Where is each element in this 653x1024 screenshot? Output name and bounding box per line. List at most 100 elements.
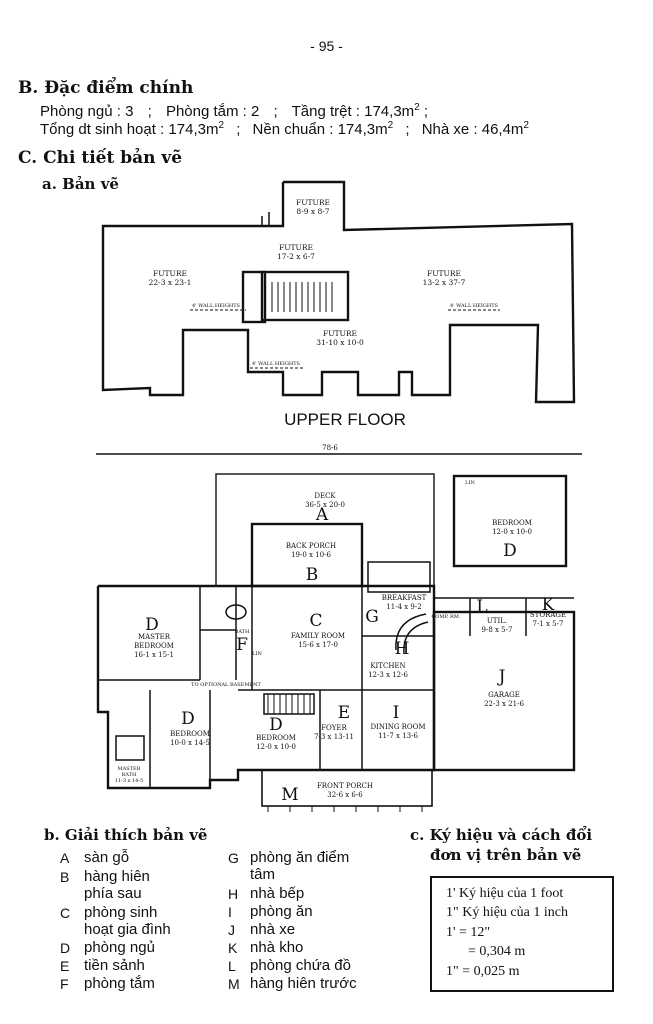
legend-text: phòng ăn (250, 903, 313, 920)
plan-letter: E (338, 703, 350, 723)
plan-letter: D (269, 715, 283, 735)
living-area: Tổng dt sinh hoạt : 174,3m (40, 121, 219, 138)
units-line: = 0,304 m (468, 944, 526, 959)
upper-room-size: 31-10 x 10-0 (316, 338, 364, 347)
section-b-heading: B. Đặc điểm chính (18, 78, 194, 98)
room-size-back-porch: 19-0 x 10-6 (291, 551, 331, 559)
page-number: - 95 - (310, 38, 343, 54)
legend-letter: B (60, 869, 70, 885)
plan-letter: D (181, 709, 195, 729)
plan-letter: J (497, 667, 506, 687)
room-size-util: 9-8 x 5-7 (482, 626, 513, 634)
room-size-bedroom-3: 12-0 x 10-0 (256, 743, 296, 751)
upper-room-name: FUTURE (323, 329, 357, 338)
bedrooms-count: Phòng ngủ : 3 (40, 103, 134, 120)
plan-letter: A (315, 505, 329, 525)
room-size-master-bath: 11-3 x 14-5 (115, 778, 143, 784)
floor-plan-drawing: FUTURE 8-9 x 8-7 FUTURE 17-2 x 6-7 FUTUR… (96, 180, 582, 812)
room-name-bedroom-2: BEDROOM (170, 730, 210, 738)
upper-room-size: 17-2 x 6-7 (277, 252, 315, 261)
legend-text: nhà bếp (250, 885, 305, 902)
separator: ; (405, 121, 410, 138)
upper-floor-plan (101, 180, 576, 404)
room-name-master-bath: MASTER (118, 766, 141, 772)
room-size-master-bedroom: 16-1 x 15-1 (134, 651, 174, 659)
superscript: 2 (523, 120, 529, 131)
upper-room-size: 13-2 x 37-7 (423, 278, 466, 287)
room-name-family-room: FAMILY ROOM (291, 632, 345, 640)
legend-text: phòng ăn điểm (250, 849, 350, 866)
upper-room-size: 8-9 x 8-7 (296, 207, 329, 216)
room-name-front-porch: FRONT PORCH (317, 782, 373, 790)
plan-letter: G (365, 607, 379, 627)
superscript: 2 (218, 120, 225, 131)
units-box: 1' Ký hiệu của 1 foot 1" Ký hiệu của 1 i… (430, 876, 614, 992)
units-line: 1" = 0,025 m (446, 964, 520, 979)
baths-count: Phòng tắm : 2 (165, 103, 260, 120)
room-size-front-porch: 32-6 x 6-6 (327, 791, 363, 799)
superscript: 2 (387, 120, 394, 131)
garage-area: Nhà xe : 46,4m (421, 121, 524, 138)
room-name-kitchen: KITCHEN (370, 662, 405, 670)
upper-stair-landing (241, 270, 267, 324)
plan-letter: I (393, 703, 400, 723)
superscript: 2 (414, 102, 420, 113)
room-name-bedroom-3: BEDROOM (256, 734, 296, 742)
main-stair-treads (267, 694, 311, 714)
separator: ; (423, 103, 429, 120)
room-name-deck: DECK (314, 492, 336, 500)
legend-text: tiền sảnh (84, 957, 145, 974)
bonus-bedroom-outline (452, 474, 568, 568)
units-line: 1' Ký hiệu của 1 foot (446, 886, 564, 901)
upper-room-name: FUTURE (279, 243, 313, 252)
room-name-breakfast: BREAKFAST (382, 594, 427, 602)
legend-letter: H (228, 886, 239, 902)
legend-letter: C (60, 905, 71, 921)
room-name-master-bedroom: MASTER (138, 633, 171, 641)
upper-room-size: 22-3 x 23-1 (149, 278, 192, 287)
legend-letter: K (228, 940, 238, 956)
legend-text: sàn gỗ (84, 849, 130, 866)
legend-text: hàng hiên (84, 868, 150, 885)
wall-height-note: 4' WALL HEIGHTS (450, 303, 499, 309)
legend-text: phòng sinh (84, 904, 158, 921)
legend-text-cont: tâm (250, 866, 276, 883)
separator: ; (236, 121, 241, 138)
plan-letter: K (542, 595, 555, 615)
room-name-bath: BATH (235, 629, 250, 635)
comp-room-label: COMP. RM. (431, 614, 460, 620)
units-line: 1' = 12" (446, 925, 491, 940)
front-porch-columns (267, 806, 423, 812)
legend-text: nhà kho (250, 939, 304, 956)
features-line-1: Phòng ngủ : 3 ; Phòng tắm : 2 ; Tầng trệ… (40, 102, 428, 120)
upper-stair-well (260, 270, 350, 322)
linen-label: LIN (252, 651, 262, 657)
room-size-storage: 7-1 x 5-7 (533, 620, 564, 628)
room-size-dining-room: 11-7 x 13-6 (378, 732, 418, 740)
legend-letter: M (228, 976, 240, 992)
room-size-foyer: 7-3 x 13-11 (314, 733, 354, 741)
wall-height-note: 4' WALL HEIGHTS (192, 303, 241, 309)
garage-outline (432, 610, 576, 772)
plan-letter: D (503, 541, 517, 561)
upper-room-name: FUTURE (296, 198, 330, 207)
upper-floor-caption: UPPER FLOOR (284, 410, 406, 429)
room-size-bonus-bedroom: 12-0 x 10-0 (492, 528, 532, 536)
deck-outline (215, 473, 435, 587)
room-size-deck: 36-5 x 20-0 (305, 501, 345, 509)
room-name-storage: STORAGE (530, 611, 566, 619)
legend-letter: D (60, 940, 71, 956)
interior-walls (98, 560, 574, 788)
legend-letter: G (228, 850, 239, 866)
upper-floor-outline (101, 180, 576, 404)
room-name-garage: GARAGE (488, 691, 520, 699)
room-name-bonus-bedroom: BEDROOM (492, 519, 532, 527)
legend-letter: J (228, 922, 235, 938)
features-line-2: Tổng dt sinh hoạt : 174,3m2 ; Nền chuẩn … (40, 120, 529, 138)
upper-room-name: FUTURE (153, 269, 187, 278)
room-name-dining-room: DINING ROOM (370, 723, 425, 731)
legend-text: nhà xe (250, 921, 296, 938)
legend-text: hàng hiên trước (250, 975, 357, 992)
plan-letter: B (306, 565, 319, 585)
overall-width: 78-6 (322, 444, 338, 452)
